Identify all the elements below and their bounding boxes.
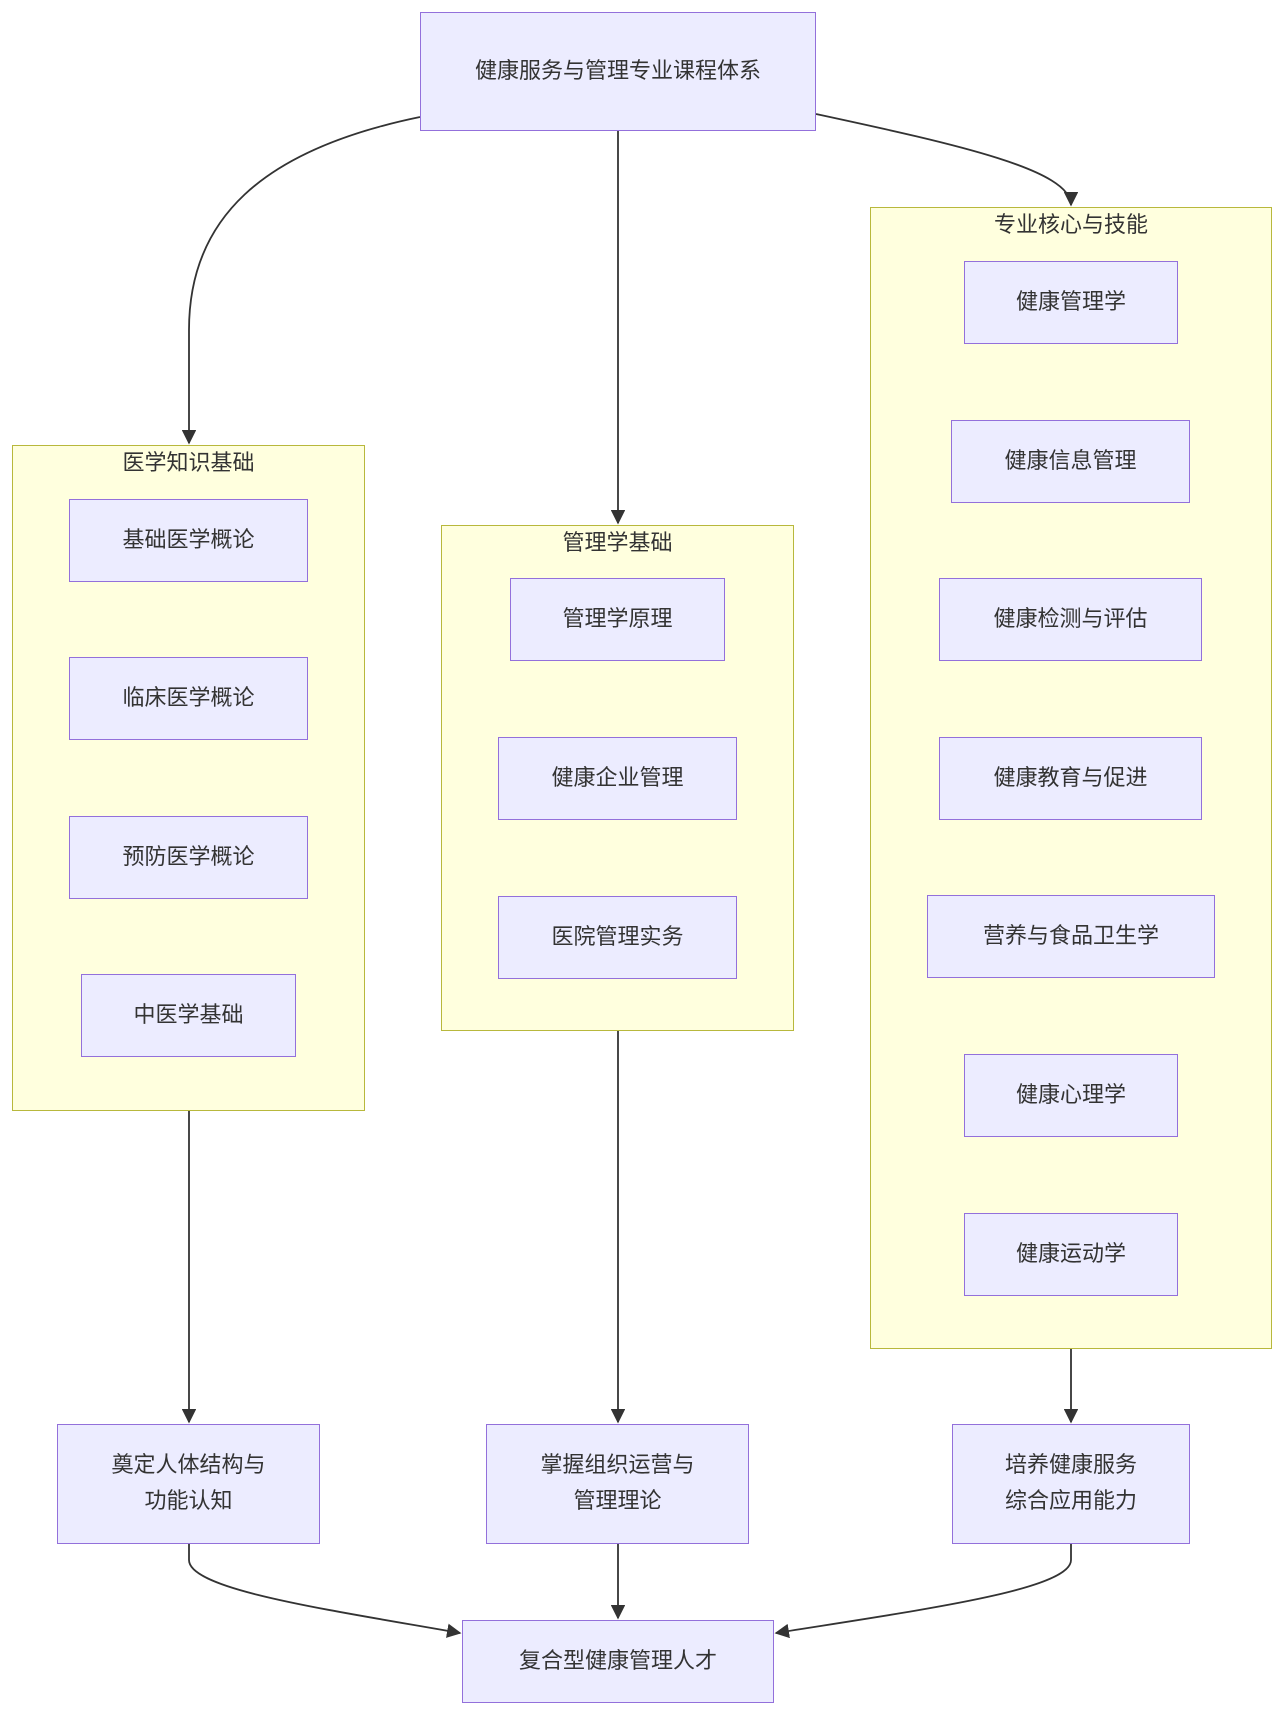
course-label: 健康检测与评估	[993, 606, 1148, 632]
outcome-label: 掌握组织运营与管理理论	[540, 1453, 695, 1514]
course-node[interactable]: 健康运动学	[964, 1213, 1178, 1296]
course-label: 健康教育与促进	[993, 765, 1148, 791]
cluster-title: 专业核心与技能	[993, 213, 1148, 238]
course-label: 临床医学概论	[122, 685, 255, 711]
outcome-node-management[interactable]: 掌握组织运营与管理理论	[486, 1424, 749, 1544]
final-node-label: 复合型健康管理人才	[518, 1648, 717, 1674]
course-label: 健康管理学	[1015, 289, 1126, 315]
edge-outcome-core-to-final	[774, 1544, 1072, 1639]
course-node[interactable]: 健康检测与评估	[939, 578, 1202, 661]
final-node[interactable]: 复合型健康管理人才	[462, 1620, 774, 1703]
outcome-label: 培养健康服务综合应用能力	[1004, 1453, 1137, 1514]
edge-outcome-med-to-final	[188, 1544, 462, 1638]
course-label: 健康企业管理	[551, 765, 684, 791]
course-label: 预防医学概论	[122, 844, 255, 870]
root-node[interactable]: 健康服务与管理专业课程体系	[420, 12, 816, 131]
course-node[interactable]: 健康管理学	[964, 261, 1178, 344]
course-node[interactable]: 健康信息管理	[951, 420, 1190, 503]
course-node[interactable]: 健康企业管理	[498, 737, 737, 820]
cluster-title: 医学知识基础	[122, 451, 255, 476]
course-label: 管理学原理	[562, 606, 673, 632]
course-label: 医院管理实务	[551, 924, 684, 950]
course-node[interactable]: 预防医学概论	[69, 816, 308, 899]
course-node[interactable]: 管理学原理	[510, 578, 725, 661]
course-node[interactable]: 健康心理学	[964, 1054, 1178, 1137]
course-node[interactable]: 健康教育与促进	[939, 737, 1202, 820]
edge-root-to-core	[815, 113, 1079, 207]
outcome-node-core[interactable]: 培养健康服务综合应用能力	[952, 1424, 1190, 1544]
outcome-node-medical[interactable]: 奠定人体结构与功能认知	[57, 1424, 320, 1544]
course-label: 健康运动学	[1015, 1241, 1126, 1267]
root-node-label: 健康服务与管理专业课程体系	[474, 58, 761, 84]
edge-root-to-med	[181, 116, 421, 445]
outcome-label: 奠定人体结构与功能认知	[111, 1453, 266, 1514]
course-node[interactable]: 营养与食品卫生学	[927, 895, 1215, 978]
course-node[interactable]: 基础医学概论	[69, 499, 308, 582]
course-label: 中医学基础	[133, 1002, 244, 1028]
course-node[interactable]: 临床医学概论	[69, 657, 308, 740]
cluster-title: 管理学基础	[562, 531, 673, 556]
course-label: 健康信息管理	[1004, 448, 1137, 474]
course-node[interactable]: 医院管理实务	[498, 896, 737, 979]
course-label: 营养与食品卫生学	[982, 923, 1159, 949]
course-label: 健康心理学	[1015, 1082, 1126, 1108]
course-label: 基础医学概论	[122, 527, 255, 553]
course-node[interactable]: 中医学基础	[81, 974, 296, 1057]
